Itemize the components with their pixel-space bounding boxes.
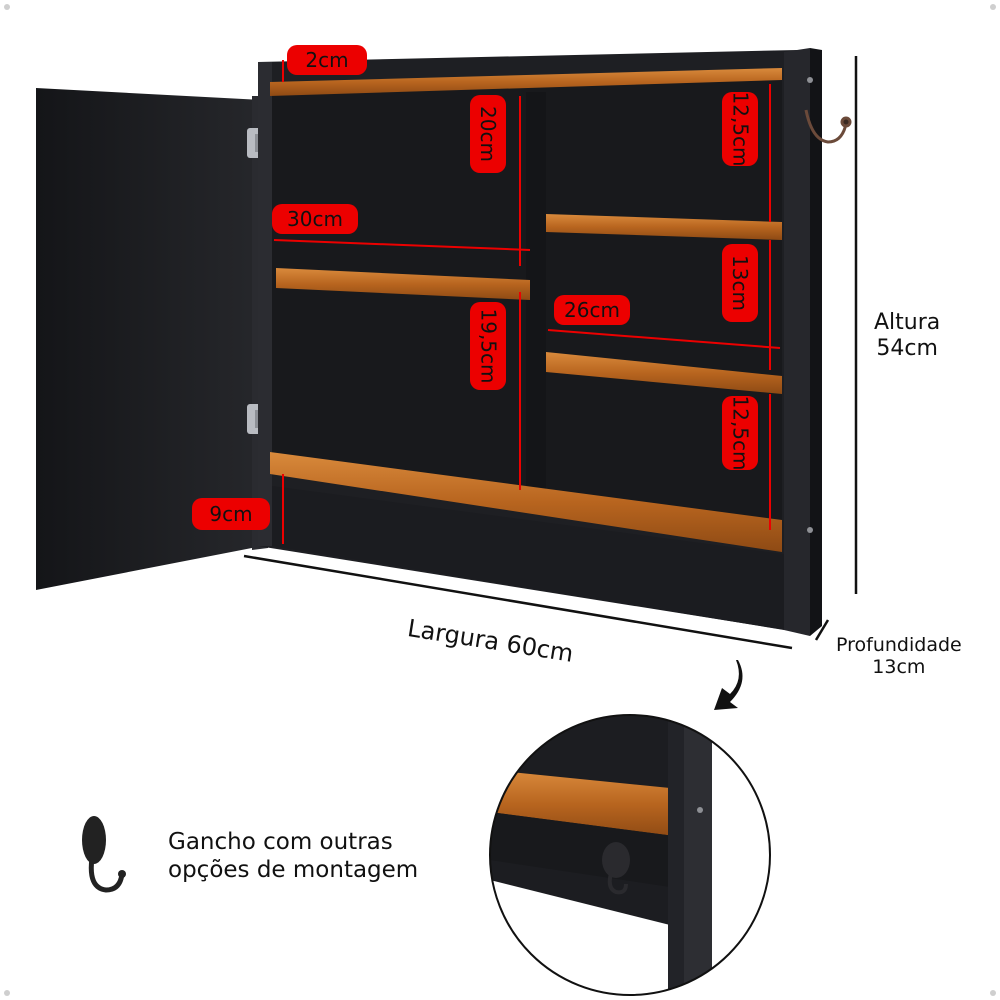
depth-title: Profundidade [836, 634, 962, 656]
dim-left-width: 30cm [272, 204, 358, 234]
bottom-shelf [270, 452, 782, 552]
overall-dimension-lines [243, 56, 858, 650]
corner-marker [990, 4, 996, 10]
right-lower-shelf [546, 352, 782, 394]
corner-marker [4, 4, 10, 10]
dim-right-width: 26cm [554, 295, 630, 325]
top-shelf [270, 68, 782, 96]
dim-bottom-gap: 9cm [192, 498, 270, 530]
zoom-detail [489, 714, 771, 996]
hook-note-line2: opções de montagem [168, 857, 419, 883]
hook-note-line1: Gancho com outras [168, 829, 393, 855]
corner-marker [4, 990, 10, 996]
corner-marker [990, 990, 996, 996]
height-title: Altura [874, 310, 941, 335]
hook-note: Gancho com outras opções de montagem [168, 828, 418, 884]
right-upper-shelf [546, 214, 782, 240]
dim-right-bottom-height: 12,5cm [722, 395, 758, 471]
curved-arrow-icon [714, 660, 743, 710]
height-value: 54cm [876, 336, 938, 361]
dim-right-top-height: 12,5cm [722, 91, 758, 167]
dim-top-gap: 2cm [287, 45, 367, 75]
dim-left-lower-height: 19,5cm [470, 302, 506, 390]
dim-left-upper-height: 20cm [470, 95, 506, 173]
depth-label: Profundidade 13cm [836, 634, 962, 678]
left-middle-shelf [276, 268, 530, 300]
dimension-lines [273, 60, 781, 544]
hook-icon [82, 816, 126, 893]
depth-value: 13cm [872, 656, 926, 678]
dim-right-middle-height: 13cm [722, 244, 758, 322]
side-hook-icon [804, 109, 852, 144]
height-label: Altura 54cm [874, 310, 940, 362]
